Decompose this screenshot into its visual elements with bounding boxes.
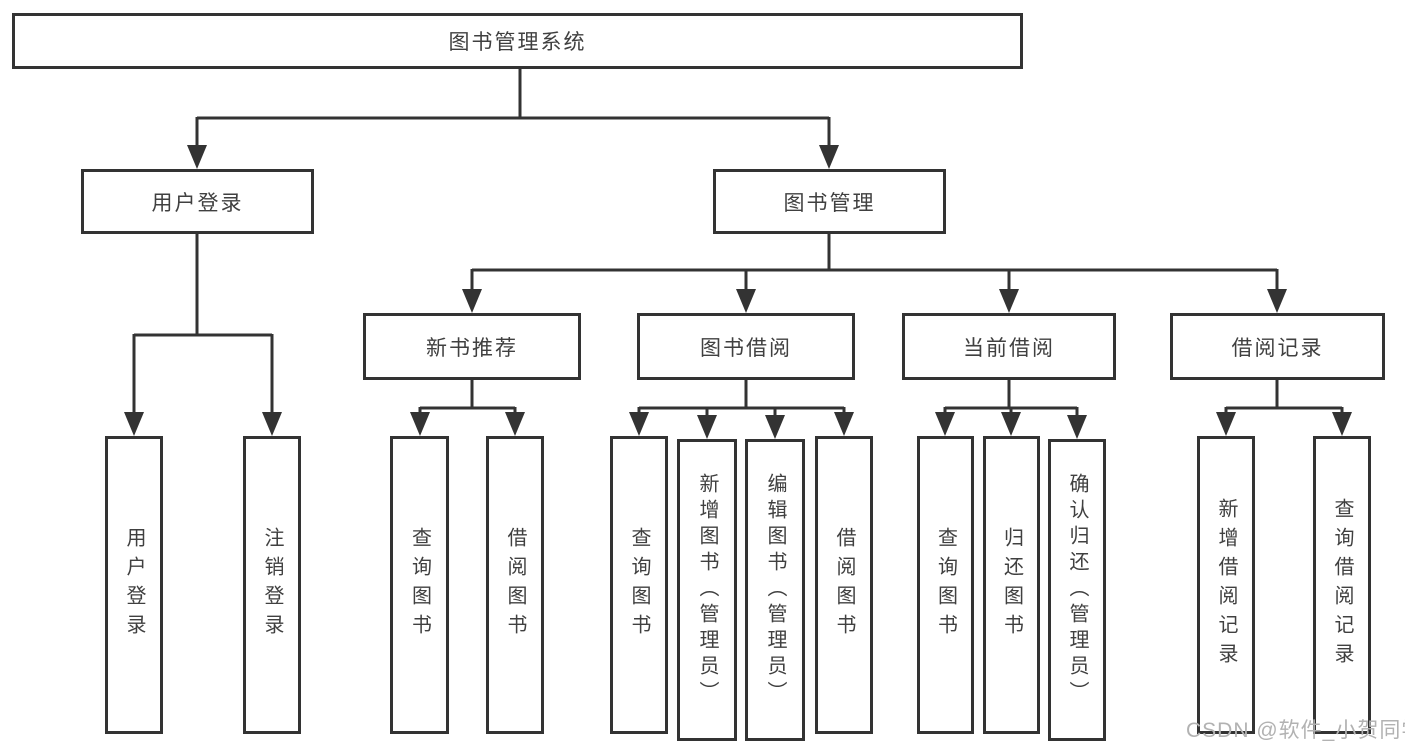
- leaf-query-books-borrowing: 查询图书: [610, 436, 668, 734]
- leaf-query-books-recommend: 查询图书: [390, 436, 449, 734]
- leaf-add-borrow-record: 新增借阅记录: [1197, 436, 1255, 734]
- node-system-root: 图书管理系统: [12, 13, 1023, 69]
- leaf-edit-book-admin: 编辑图书（管理员）: [745, 439, 805, 741]
- leaf-add-book-admin: 新增图书（管理员）: [677, 439, 737, 741]
- node-book-management-module: 图书管理: [713, 169, 946, 234]
- node-current-borrowing: 当前借阅: [902, 313, 1116, 380]
- node-user-login-module: 用户登录: [81, 169, 314, 234]
- node-borrowing-records: 借阅记录: [1170, 313, 1385, 380]
- leaf-confirm-return-admin: 确认归还（管理员）: [1048, 439, 1106, 741]
- node-new-book-recommend: 新书推荐: [363, 313, 581, 380]
- leaf-logout: 注销登录: [243, 436, 301, 734]
- leaf-borrow-books-borrowing: 借阅图书: [815, 436, 873, 734]
- leaf-query-books-current: 查询图书: [917, 436, 974, 734]
- leaf-return-book: 归还图书: [983, 436, 1040, 734]
- leaf-query-borrow-record: 查询借阅记录: [1313, 436, 1371, 734]
- leaf-user-login: 用户登录: [105, 436, 163, 734]
- leaf-borrow-books-recommend: 借阅图书: [486, 436, 544, 734]
- node-book-borrowing: 图书借阅: [637, 313, 855, 380]
